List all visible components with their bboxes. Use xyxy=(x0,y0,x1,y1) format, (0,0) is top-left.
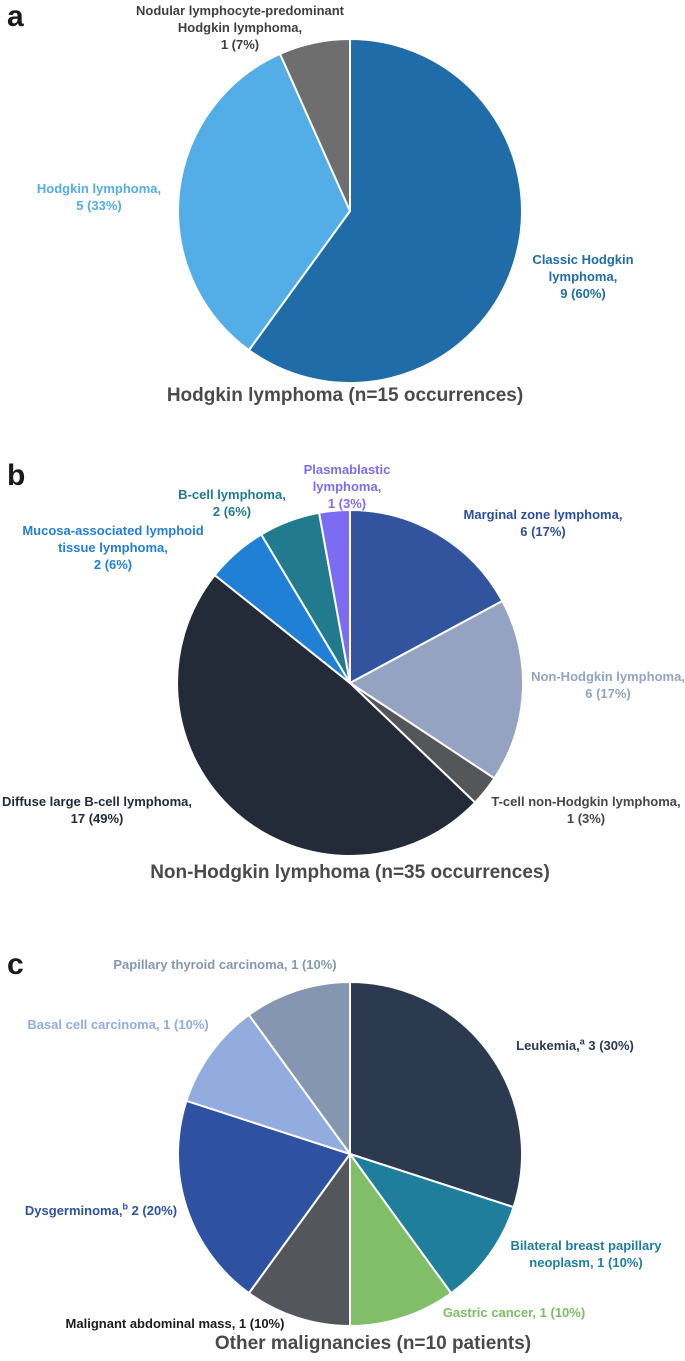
slice-label-malignant-abdominal-mass: Malignant abdominal mass, 1 (10%) xyxy=(65,1316,285,1331)
chart-title-non-hodgkin: Non-Hodgkin lymphoma (n=35 occurrences) xyxy=(150,862,550,883)
slice-label-basal-cell-carcinoma: Basal cell carcinoma, 1 (10%) xyxy=(27,1017,209,1032)
pie-slice-gastric-cancer xyxy=(349,1153,453,1327)
chart-title-other-malignancies: Other malignancies (n=10 patients) xyxy=(214,1333,532,1354)
slice-label-leukemia: Leukemia,a 3 (30%) xyxy=(516,1036,634,1053)
pie-slice-leukemia xyxy=(349,981,523,1209)
pie-slice-papillary-thyroid-carcinoma xyxy=(247,981,351,1155)
pie-slice-marginal-zone-lymphoma xyxy=(349,509,504,684)
pie-slice-nodular-lymphocyte-predominant-hodgkin-lymphoma xyxy=(279,38,351,212)
panel-label-c: c xyxy=(7,948,24,981)
slice-label-diffuse-large-b-cell-lymphoma: Diffuse large B-cell lymphoma,17 (49%) xyxy=(2,794,192,826)
panel-label-b: b xyxy=(7,459,26,492)
slice-label-marginal-zone-lymphoma: Marginal zone lymphoma,6 (17%) xyxy=(463,507,623,539)
pie-slice-hodgkin-lymphoma xyxy=(177,52,351,352)
pie-slice-classic-hodgkin-lymphoma xyxy=(247,38,523,384)
slice-label-non-hodgkin-lymphoma: Non-Hodgkin lymphoma,6 (17%) xyxy=(531,669,685,701)
slice-label-hodgkin-lymphoma: Hodgkin lymphoma,5 (33%) xyxy=(36,181,162,213)
pie-slice-basal-cell-carcinoma xyxy=(185,1013,351,1155)
chart-title-hodgkin: Hodgkin lymphoma (n=15 occurrences) xyxy=(166,385,524,406)
panel-label-a: a xyxy=(7,0,24,33)
slice-label-dysgerminoma: Dysgerminoma,b 2 (20%) xyxy=(24,1201,178,1218)
pie-slice-bilateral-breast-papillary-neoplasm xyxy=(349,1153,515,1295)
slice-label-gastric-cancer: Gastric cancer, 1 (10%) xyxy=(442,1305,586,1320)
pie-slice-malignant-abdominal-mass xyxy=(247,1153,351,1327)
pie-slice-dysgerminoma xyxy=(177,1099,351,1295)
pie-slice-non-hodgkin-lymphoma xyxy=(349,600,524,780)
pie-slice-diffuse-large-b-cell-lymphoma xyxy=(176,574,477,857)
slice-label-t-cell-non-hodgkin-lymphoma: T-cell non-Hodgkin lymphoma,1 (3%) xyxy=(491,794,681,826)
pie-slice-plasmablastic-lymphoma xyxy=(318,509,351,684)
slice-label-papillary-thyroid-carcinoma: Papillary thyroid carcinoma, 1 (10%) xyxy=(113,957,337,972)
slice-label-b-cell-lymphoma: B-cell lymphoma,2 (6%) xyxy=(178,487,286,519)
